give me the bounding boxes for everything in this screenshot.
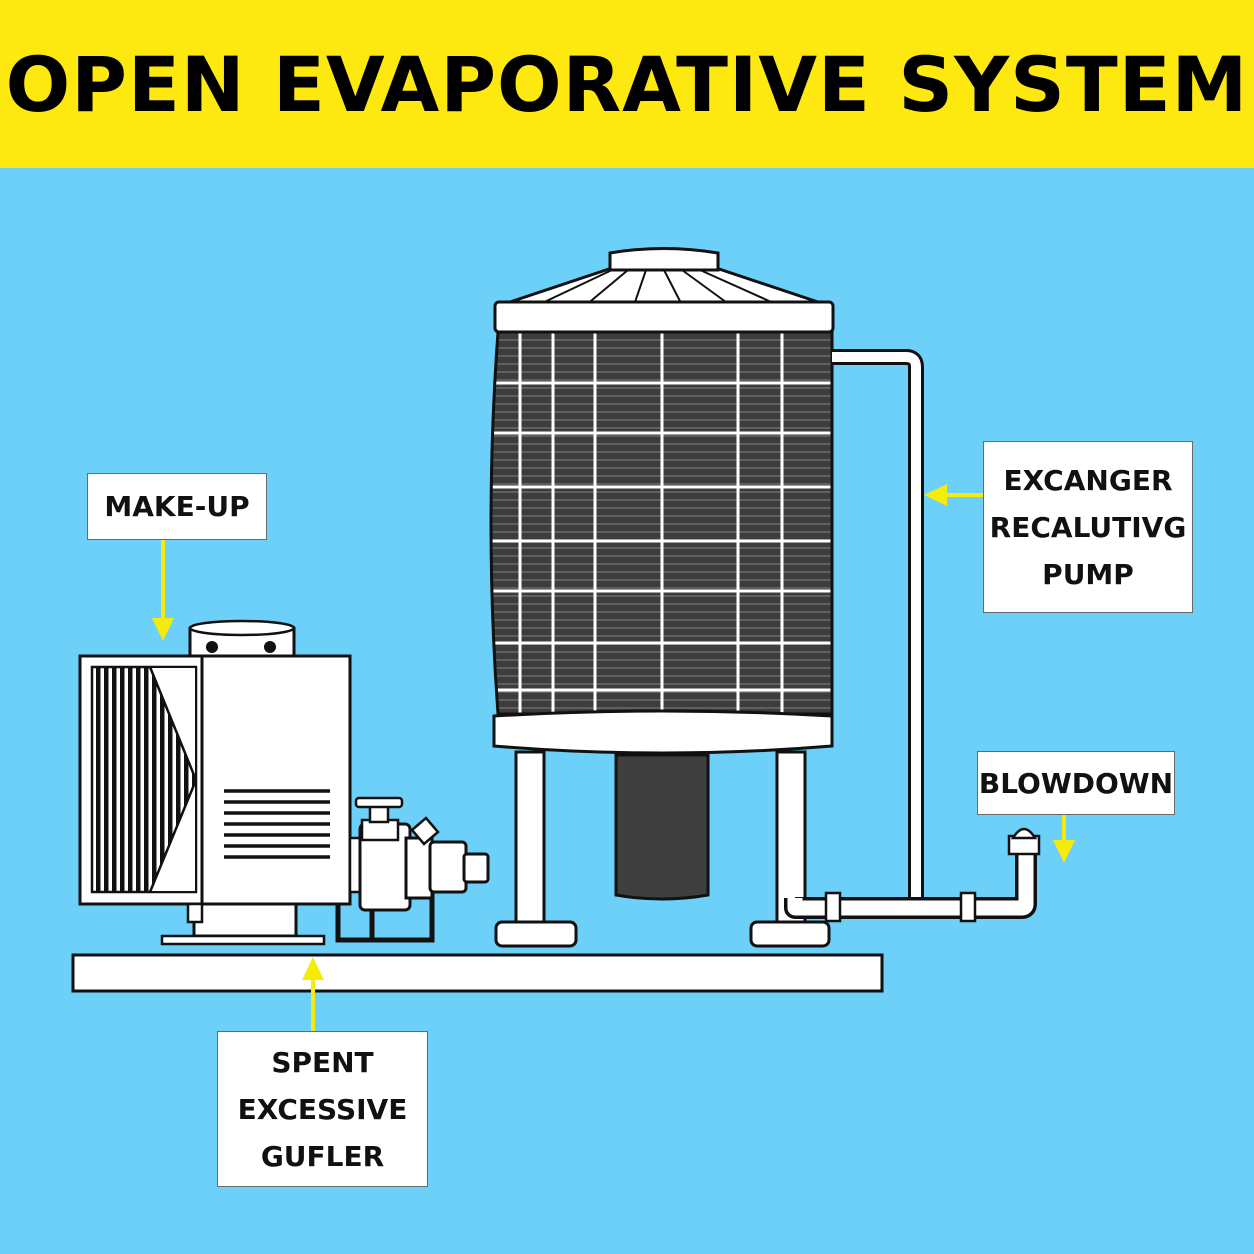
label-make-up: MAKE-UP [87,473,267,540]
cooling-tower [489,247,835,948]
make-up-unit [78,619,352,946]
unit-bolt-left [206,641,218,653]
tower-foot-left [494,920,578,948]
tower-foot-right [749,920,831,948]
label-make-up-line-1: MAKE-UP [104,490,250,523]
tower-top-ring [493,300,835,334]
label-spent-line-3: GUFLER [260,1139,385,1173]
label-exchanger-line-3: PUMP [1042,557,1134,591]
pipe-coupling-left [824,891,842,923]
tower-bottom-band [492,709,834,755]
arrow-exchanger [924,484,983,506]
arrow-blowdown [1053,815,1075,863]
title-banner: OPEN EVAPORATIVE SYSTEM [0,0,1254,168]
pump-valve-handle [354,796,404,809]
label-blowdown: BLOWDOWN [977,751,1175,815]
base-platform [71,953,884,993]
pipe-coupling-right [959,891,977,923]
blowdown-pipe [784,827,1041,923]
label-spent-line-1: SPENT [271,1045,374,1079]
unit-vent-slats [224,789,330,859]
arrow-make-up [152,540,174,641]
pump-lever [410,816,440,846]
diagram-title: OPEN EVAPORATIVE SYSTEM [5,39,1249,129]
unit-bolt-right [264,641,276,653]
return-pipe [832,349,924,902]
arrow-spent [302,957,324,1031]
unit-pedestal [192,902,298,938]
tower-body-outline [489,330,834,716]
label-blowdown-line-1: BLOWDOWN [978,766,1174,800]
label-exchanger-line-2: RECALUTIVG [989,510,1187,544]
pump-drain-line [335,878,435,943]
blowdown-valve-cap [1010,827,1038,840]
pump-motor [428,840,468,894]
tower-center-column [614,753,710,901]
label-spent: SPENT EXCESSIVE GUFLER [217,1031,428,1187]
tower-fan-cap [608,247,720,272]
recirculating-pump [335,796,490,943]
label-exchanger-line-1: EXCANGER [1003,463,1173,497]
pump-outlet [462,852,490,884]
label-exchanger-pump: EXCANGER RECALUTIVG PUMP [983,441,1193,613]
tower-leg-left [514,750,546,926]
unit-base-plate [160,934,326,946]
unit-pedestal-bracket [186,902,204,924]
label-spent-line-2: EXCESSIVE [237,1092,408,1126]
